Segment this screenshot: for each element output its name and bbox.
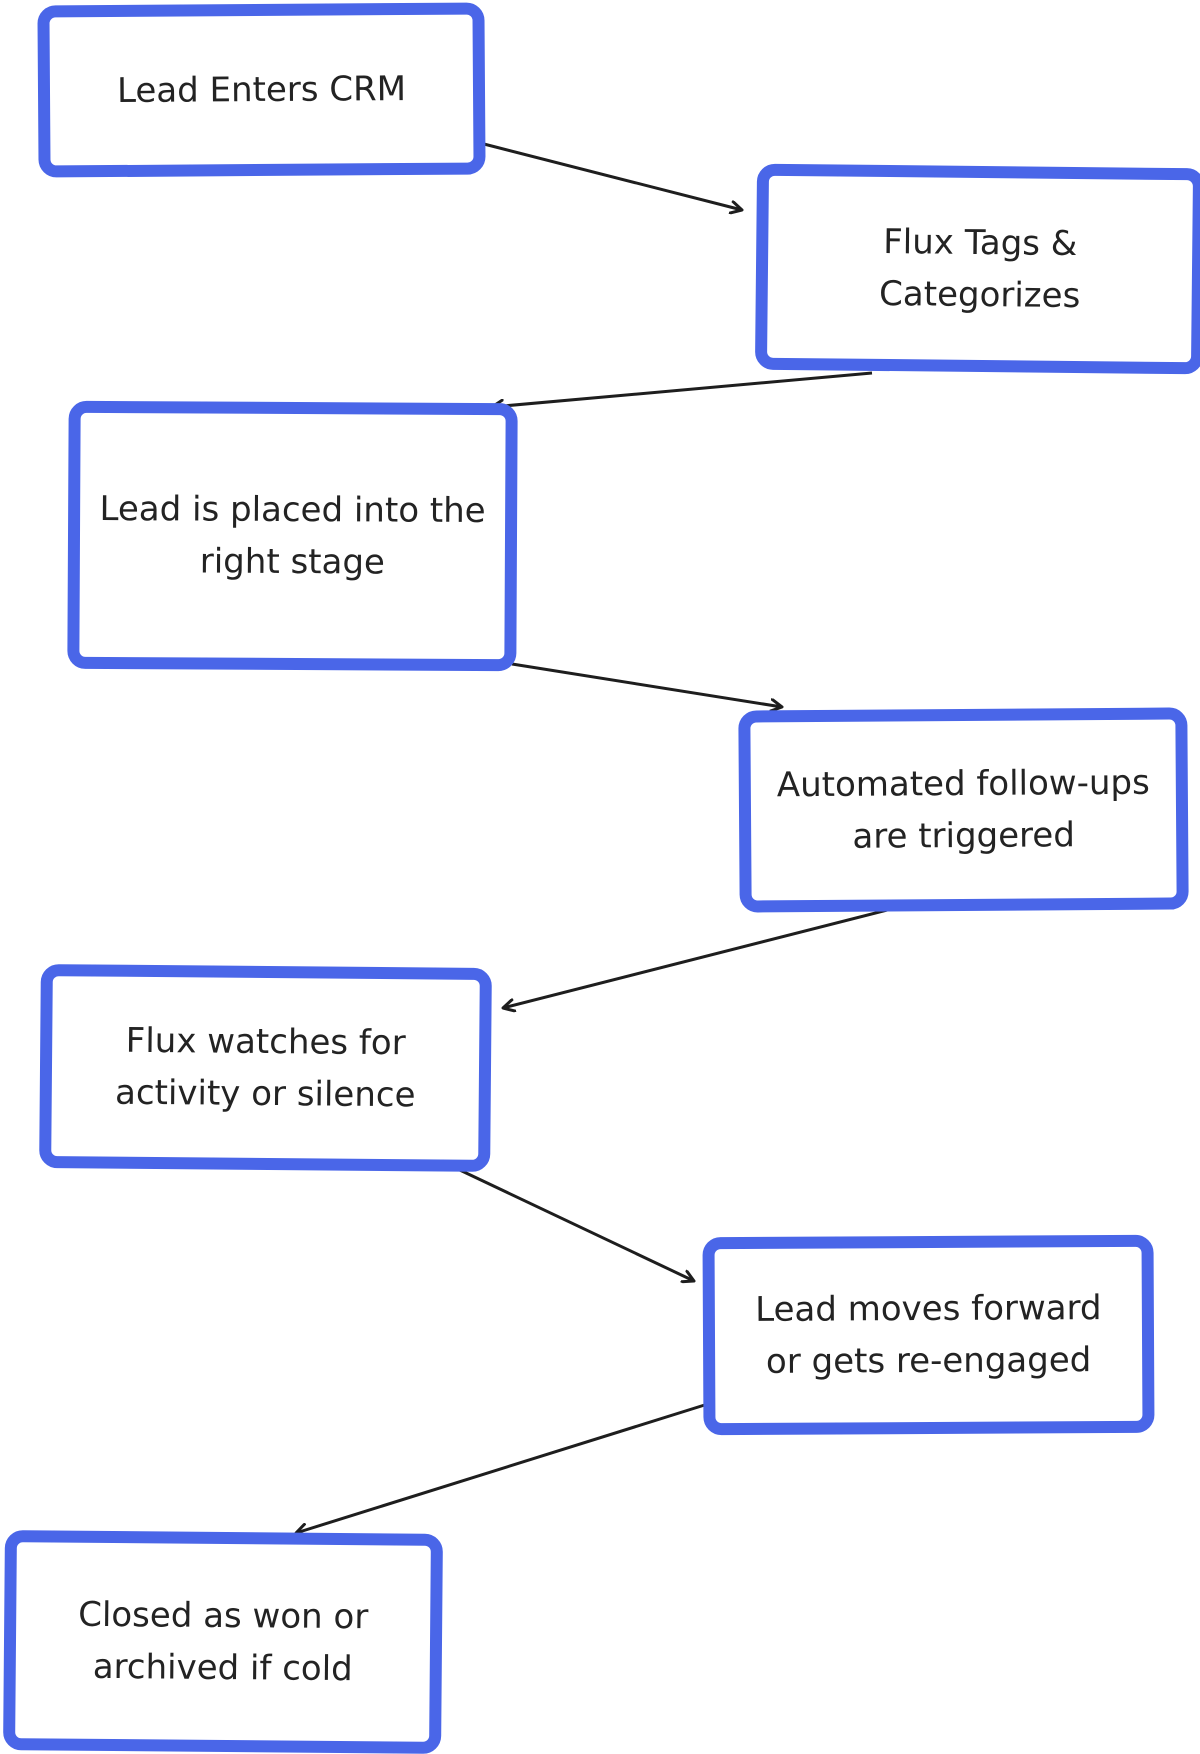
step-label: Lead is placed into the right stage	[99, 488, 486, 583]
connector-arrow-6	[296, 1401, 712, 1533]
connector-arrow-3	[511, 662, 782, 707]
step-box-lead-moves-forward: Lead moves forward or gets re-engaged	[702, 1234, 1155, 1436]
step-box-automated-follow-ups: Automated follow-ups are triggered	[738, 707, 1189, 913]
step-box-closed-or-archived: Closed as won or archived if cold	[3, 1530, 443, 1754]
connector-arrow-4	[503, 903, 908, 1008]
step-box-flux-watches: Flux watches for activity or silence	[39, 964, 492, 1172]
step-box-lead-placed-stage: Lead is placed into the right stage	[67, 400, 518, 672]
step-label: Closed as won or archived if cold	[77, 1594, 369, 1690]
step-label: Lead Enters CRM	[116, 68, 407, 112]
step-box-lead-enters-crm: Lead Enters CRM	[37, 2, 486, 178]
step-box-flux-tags-categorizes: Flux Tags & Categorizes	[754, 163, 1200, 375]
step-label: Lead moves forward or gets re-engaged	[755, 1288, 1102, 1382]
step-label: Flux watches for activity or silence	[114, 1020, 416, 1116]
connector-arrow-2	[492, 371, 873, 407]
step-label: Automated follow-ups are triggered	[776, 762, 1150, 857]
connector-arrow-5	[444, 1161, 694, 1281]
connector-arrow-1	[479, 141, 742, 210]
step-label: Flux Tags & Categorizes	[878, 221, 1081, 317]
